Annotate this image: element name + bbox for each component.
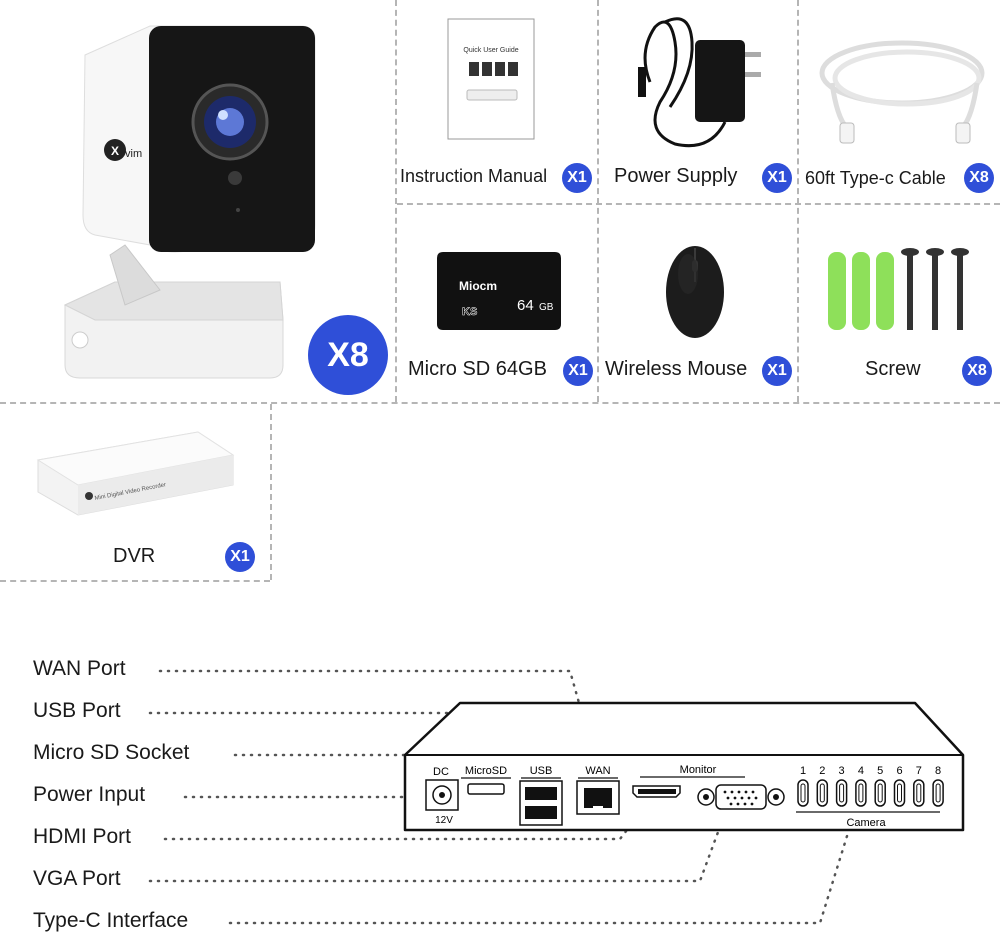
panel-monitor-label: Monitor [680,764,717,776]
camera-channel-port-inner [819,783,825,803]
camera-channel-port-inner [877,783,883,803]
grid-divider [397,203,1000,205]
power-input-label: Power Input [33,783,146,806]
panel-usb-label: USB [530,765,553,777]
dvr-qty: X1 [225,542,255,572]
hdmi-port-label: HDMI Port [33,825,132,848]
panel-camera-label: Camera [846,817,886,829]
wireless-mouse-qty: X1 [762,356,792,386]
camera-channel-port-inner [935,783,941,803]
wan-port-label: WAN Port [33,657,126,680]
panel-wan-label: WAN [585,765,610,777]
dvr-label: DVR [113,545,156,567]
camera-channel-port-inner [800,783,806,803]
micro-sd-mark: KS [462,306,477,318]
panel-dc-label: DC [433,766,449,778]
micro-sd-size: 64 [517,297,534,314]
grid-divider [395,0,397,402]
micro-sd-brand: Miocm [459,279,497,293]
micro-sd-socket-label: Micro SD Socket [33,741,190,764]
camera-channel-number: 6 [896,765,902,777]
camera-image: X vim [55,20,325,385]
camera-channel-port-inner [858,783,864,803]
instruction-manual-label: Instruction Manual [400,166,548,186]
instruction-manual-qty: X1 [562,163,592,193]
panel-dc-volt: 12V [435,815,453,826]
camera-channel-number: 5 [877,765,883,777]
manual-title: Quick User Guide [463,47,518,54]
power-supply-label: Power Supply [614,165,738,187]
svg-text:X: X [111,144,119,158]
camera-channel-number: 7 [916,765,922,777]
camera-channel-port-inner [897,783,902,803]
camera-channel-number: 3 [839,765,845,777]
grid-divider [797,0,799,402]
grid-divider [270,404,272,580]
camera-channel-port-inner [916,783,922,803]
grid-divider [0,402,1000,404]
power-supply-qty: X1 [762,163,792,193]
typec-cable-label: 60ft Type-c Cable [805,168,946,188]
manual-image: Quick User Guide [447,18,535,140]
wireless-mouse-image [664,244,726,340]
typec-interface-label: Type-C Interface [33,909,189,932]
screw-label: Screw [865,358,921,380]
power-supply-image [630,12,780,152]
typec-cable-image [812,28,992,148]
screw-qty: X8 [962,356,992,386]
vga-port-label: VGA Port [33,867,121,890]
micro-sd-qty: X1 [563,356,593,386]
typec-cable-qty: X8 [964,163,994,193]
usb-port-label: USB Port [33,699,121,722]
grid-divider [0,580,270,582]
grid-divider [597,0,599,402]
camera-quantity-badge: X8 [308,315,388,395]
camera-channel-number: 2 [819,765,825,777]
camera-channel-number: 8 [935,765,941,777]
micro-sd-unit: GB [539,302,554,313]
dvr-image: Mini Digital Video Recorder [33,430,238,520]
micro-sd-image: Miocm KS 64 GB [437,252,561,330]
screws-image [826,246,976,336]
svg-text:vim: vim [125,148,142,160]
micro-sd-label: Micro SD 64GB [408,358,547,380]
wireless-mouse-label: Wireless Mouse [605,358,748,380]
panel-microsd-label: MicroSD [465,765,507,777]
camera-channel-number: 1 [800,765,806,777]
camera-channel-port-inner [839,783,845,803]
dvr-rear-panel-diagram: DC 12V MicroSD USB WAN Monitor [140,660,970,930]
camera-channel-number: 4 [858,765,864,777]
